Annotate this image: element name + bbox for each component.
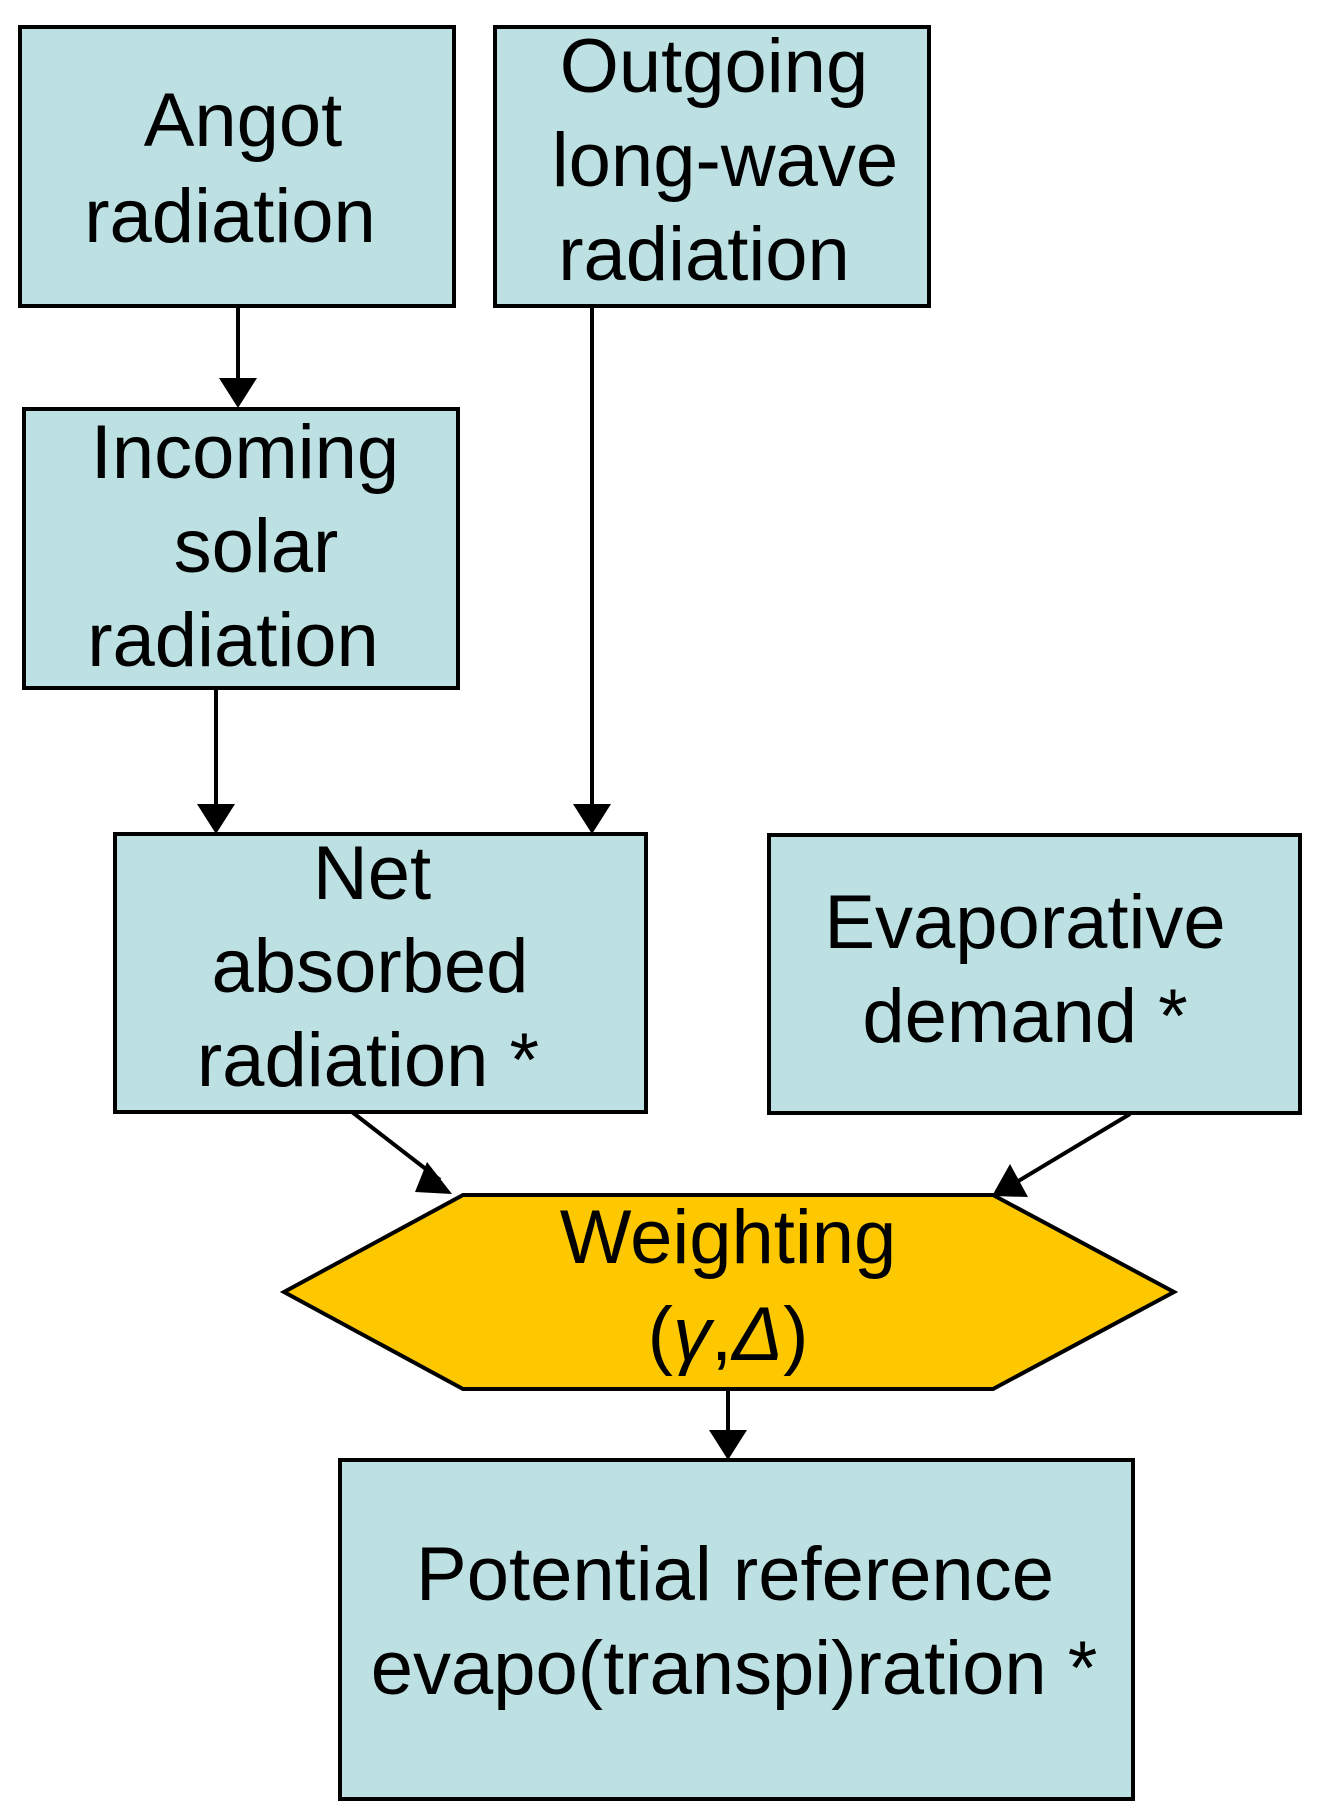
node-incoming-solar-radiation: Incoming solar radiation bbox=[22, 407, 460, 690]
node-angot-radiation: Angot radiation bbox=[18, 25, 456, 308]
formula-comma: , bbox=[711, 1292, 732, 1377]
node-outgoing-longwave-radiation: Outgoing long-wave radiation bbox=[493, 24, 931, 308]
arrow-head bbox=[197, 804, 235, 834]
formula-paren-close: ) bbox=[783, 1292, 808, 1377]
arrow-head bbox=[573, 804, 611, 834]
delta-symbol: Δ bbox=[730, 1292, 783, 1377]
node-potential-reference-evapotranspiration: Potential reference evapo(transpi)ration… bbox=[338, 1458, 1135, 1801]
node-label-line: radiation bbox=[87, 598, 379, 683]
edge-angot-to-incoming bbox=[219, 306, 257, 408]
node-box bbox=[493, 25, 931, 308]
node-box bbox=[767, 833, 1302, 1115]
arrow-head bbox=[219, 378, 257, 408]
formula-paren-open: ( bbox=[648, 1292, 673, 1377]
node-evaporative-demand: Evaporative demand * bbox=[767, 833, 1302, 1115]
node-label-line: long-wave bbox=[552, 118, 898, 203]
node-weighting: Weighting (γ,Δ) bbox=[279, 1193, 1179, 1391]
node-label-line: Incoming bbox=[91, 410, 399, 495]
node-label-line: Net bbox=[313, 831, 431, 916]
arrow-head bbox=[709, 1430, 747, 1460]
node-box bbox=[22, 407, 460, 690]
edges bbox=[197, 306, 1132, 1460]
node-label-line: radiation bbox=[84, 174, 376, 259]
node-box bbox=[338, 1458, 1135, 1801]
edge-net-to-weighting bbox=[350, 1110, 452, 1194]
gamma-symbol: γ bbox=[673, 1292, 715, 1377]
arrow-head bbox=[415, 1162, 452, 1194]
node-label-line: radiation bbox=[558, 212, 850, 297]
node-label-line: demand * bbox=[862, 974, 1187, 1059]
node-box bbox=[113, 832, 648, 1114]
edge-outgoing-to-net bbox=[573, 306, 611, 834]
arrow-head bbox=[992, 1164, 1028, 1197]
node-label-line: absorbed bbox=[212, 924, 529, 1009]
node-label-line: Angot bbox=[144, 78, 343, 163]
node-label-line: radiation * bbox=[197, 1018, 539, 1103]
node-label-line: Outgoing bbox=[560, 24, 868, 109]
node-net-absorbed-radiation: Net absorbed radiation * bbox=[113, 831, 648, 1114]
node-box bbox=[18, 25, 456, 308]
edge-weighting-to-potential bbox=[709, 1388, 747, 1460]
edge-incoming-to-net bbox=[197, 688, 235, 834]
node-label-line: Evaporative bbox=[824, 880, 1225, 965]
node-label-formula: (γ,Δ) bbox=[648, 1292, 809, 1377]
node-label-line: solar bbox=[174, 504, 339, 589]
node-label-line: evapo(transpi)ration * bbox=[371, 1626, 1098, 1711]
node-label-line: Weighting bbox=[560, 1195, 897, 1280]
node-hexagon bbox=[279, 1193, 1179, 1391]
edge-evaporative-to-weighting bbox=[992, 1112, 1132, 1197]
node-label-line: Potential reference bbox=[416, 1532, 1054, 1617]
